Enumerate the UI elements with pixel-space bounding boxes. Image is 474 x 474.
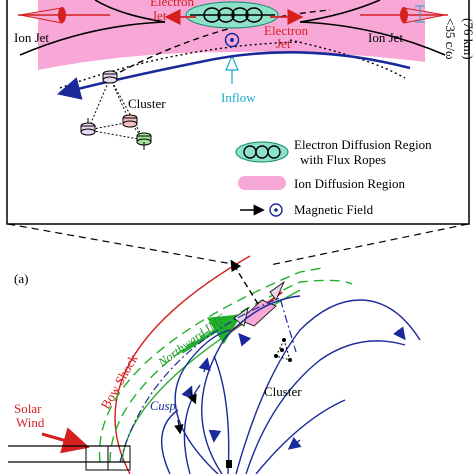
field-lines <box>161 295 421 474</box>
ion-jet-left-label: Ion Jet <box>14 30 49 45</box>
zoom-line-right <box>269 223 469 266</box>
legend-field-label: Magnetic Field <box>294 202 374 217</box>
cluster-label-top: Cluster <box>128 96 166 111</box>
legend-edr-line1: Electron Diffusion Region <box>294 137 432 152</box>
spacecraft-4 <box>136 132 152 150</box>
solar-wind-label-2: Wind <box>16 415 45 430</box>
inflow-arrow <box>225 54 239 84</box>
cluster-spacecraft-group <box>80 70 152 150</box>
electron-jet-right-label-2: Jet <box>276 36 291 51</box>
legend-edr-line2: with Flux Ropes <box>300 152 386 167</box>
legend-idr-swatch <box>238 176 286 190</box>
ion-jet-right <box>360 7 448 24</box>
cluster-tetrahedron <box>274 338 292 362</box>
field-arrow-1 <box>198 357 211 373</box>
cluster-label-bottom: Cluster <box>264 384 302 399</box>
electron-jet-left-label: Electron <box>150 0 195 9</box>
bow-shock-label: Bow Shock <box>98 351 141 411</box>
electron-jet-right-label: Electron <box>264 23 309 38</box>
imf-line-2 <box>109 279 353 463</box>
electron-jet-left-label-2: Jet <box>152 8 167 23</box>
solar-wind-arrow <box>41 427 90 454</box>
panel-label: (a) <box>14 271 28 286</box>
field-arrow-4 <box>393 326 406 341</box>
scale-label: <35 c/ω <box>443 18 458 60</box>
spacecraft-2 <box>80 118 96 136</box>
inflow-label: Inflow <box>221 90 256 105</box>
legend-idr-label: Ion Diffusion Region <box>294 176 405 191</box>
solar-wind-label-1: Solar <box>14 401 42 416</box>
magnetic-field-out-icon <box>224 32 240 48</box>
legend-edr-icon <box>235 141 289 163</box>
zoom-line-left <box>7 223 239 266</box>
spacecraft-3 <box>122 114 138 128</box>
scale-label-2: (76 km) <box>461 18 474 60</box>
ion-diffusion-region <box>38 0 425 70</box>
top-panel: <35 c/ω (76 km) <box>6 0 474 225</box>
cusp-label: Cusp <box>150 399 176 413</box>
earth-marker <box>226 460 232 468</box>
legend: Electron Diffusion Region with Flux Rope… <box>235 137 432 217</box>
scale-indicator <box>415 5 425 23</box>
legend-field-out-icon <box>269 203 283 217</box>
outflow-arrow <box>230 259 259 305</box>
separatrix-lower-left <box>19 21 166 56</box>
imf-line-1 <box>98 267 323 463</box>
flux-ropes <box>190 7 275 23</box>
bow-shock <box>114 255 251 474</box>
reconnection-region <box>233 280 285 327</box>
field-arrow-3 <box>238 332 252 347</box>
bottom-panel: (a) Bow Shock Northward IMF <box>8 255 421 474</box>
cusp-arrows <box>174 389 197 435</box>
dotted-line-left <box>59 41 301 89</box>
field-arrow-6 <box>208 429 222 443</box>
ion-jet-left <box>18 7 110 24</box>
cluster-track <box>119 297 297 463</box>
spacecraft-1 <box>102 70 118 84</box>
separatrix-upper-right <box>299 0 381 23</box>
separatrix-upper-left <box>94 0 166 23</box>
ion-jet-right-label: Ion Jet <box>368 30 403 45</box>
top-panel-frame <box>6 0 470 225</box>
separatrix-lower-right <box>299 21 446 56</box>
field-arrow-5 <box>287 436 302 450</box>
